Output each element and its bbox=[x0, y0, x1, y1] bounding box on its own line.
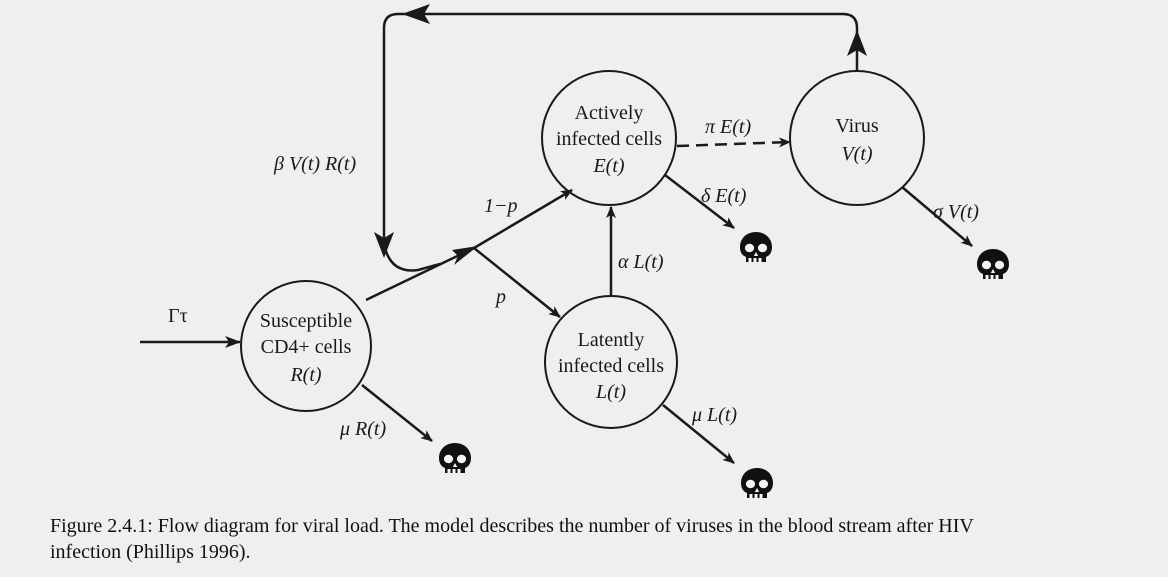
to-active-label: 1−p bbox=[484, 195, 518, 217]
infection-rate-label: β V(t) R(t) bbox=[273, 153, 356, 175]
susceptible-label-1: Susceptible bbox=[260, 310, 352, 332]
actively-infected-cells-node bbox=[541, 70, 677, 206]
active-death-label: δ E(t) bbox=[701, 185, 747, 207]
susceptible-death-arrow bbox=[361, 384, 433, 442]
latent-label-3: L(t) bbox=[595, 381, 626, 403]
active-label-3: E(t) bbox=[592, 155, 624, 177]
susceptible-death-label: μ R(t) bbox=[339, 418, 386, 440]
latent-label-1: Latently bbox=[578, 329, 645, 351]
active-label-1: Actively bbox=[575, 102, 644, 124]
susceptible-label-2: CD4+ cells bbox=[261, 336, 352, 358]
to-active-arrow bbox=[473, 188, 573, 250]
branch-arrowhead bbox=[452, 246, 478, 265]
figure-caption: Figure 2.4.1: Flow diagram for viral loa… bbox=[50, 513, 1150, 565]
to-latent-arrow bbox=[473, 247, 561, 318]
susceptible-label-3: R(t) bbox=[289, 364, 321, 386]
susceptible-cells-node bbox=[240, 280, 372, 412]
activation-label: α L(t) bbox=[618, 251, 664, 273]
to-latent-label: p bbox=[494, 286, 506, 308]
infection-loop-arrowhead-up bbox=[847, 30, 867, 56]
skull-icon bbox=[439, 443, 471, 473]
skull-icon bbox=[741, 468, 773, 498]
skull-icon bbox=[977, 249, 1009, 279]
virus-death-arrow bbox=[901, 186, 973, 247]
latent-label-2: infected cells bbox=[558, 355, 664, 377]
latent-death-label: μ L(t) bbox=[691, 404, 737, 426]
susceptible-to-branch-line bbox=[365, 246, 475, 302]
caption-line-2: infection (Phillips 1996). bbox=[50, 541, 251, 563]
virus-label-2: V(t) bbox=[841, 143, 872, 165]
virus-node bbox=[789, 70, 925, 206]
virus-label-1: Virus bbox=[835, 115, 878, 137]
caption-line-1: Figure 2.4.1: Flow diagram for viral loa… bbox=[50, 515, 974, 537]
inflow-label: Γτ bbox=[168, 305, 188, 327]
infection-loop-arrowhead-left bbox=[402, 4, 430, 24]
infection-loop-curve bbox=[382, 243, 441, 272]
active-label-2: infected cells bbox=[556, 128, 662, 150]
virus-production-label: π E(t) bbox=[705, 116, 751, 138]
active-death-arrow bbox=[664, 174, 735, 229]
infection-loop-line bbox=[382, 12, 859, 244]
skull-icon bbox=[740, 232, 772, 262]
virus-production-arrow bbox=[676, 137, 791, 148]
latent-death-arrow bbox=[662, 404, 735, 464]
virus-death-label: σ V(t) bbox=[933, 201, 979, 223]
